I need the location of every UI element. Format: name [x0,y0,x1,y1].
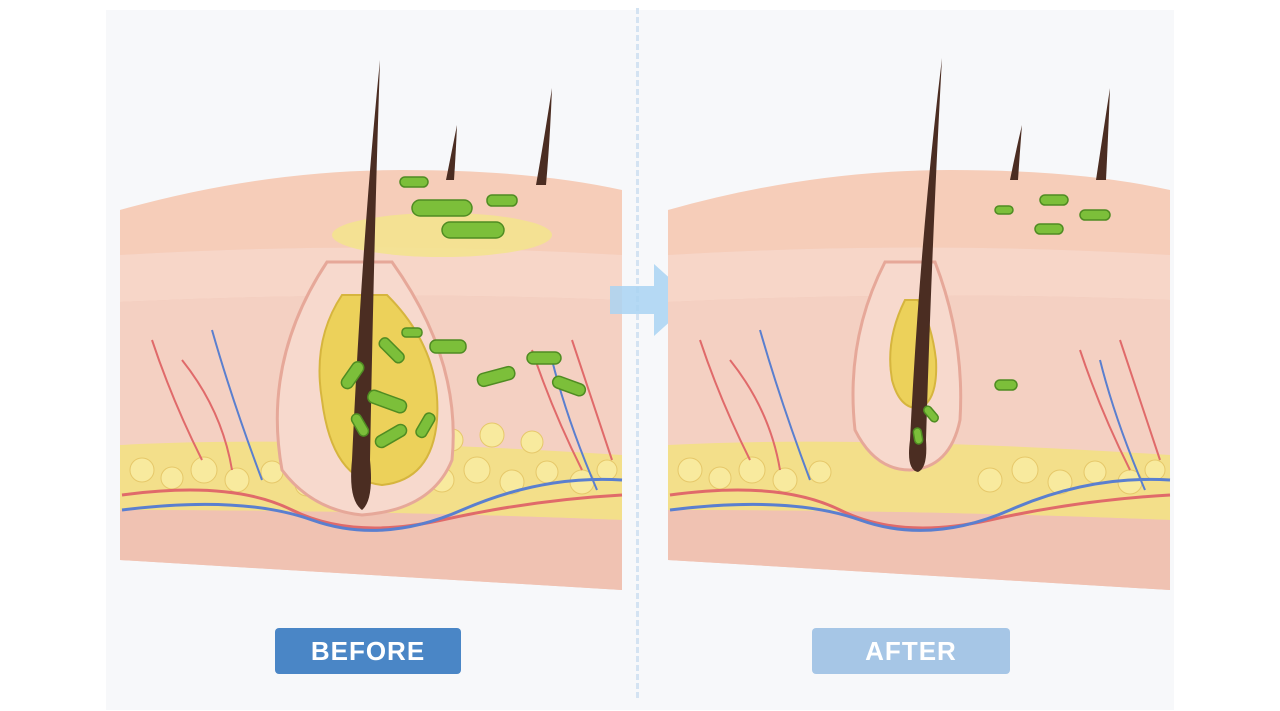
hair-shaft-small [1096,88,1110,180]
vein [121,477,623,532]
hair-shaft-small [536,88,552,185]
subcutis-layer [668,510,1170,590]
after-skin-illustration [668,58,1171,590]
hair-shaft [909,58,942,472]
after-skin-cross-section [660,40,1180,610]
sebum-plug [318,294,439,487]
fat-layer [668,441,1170,520]
before-skin-cross-section [112,40,632,610]
after-label: AFTER [812,628,1010,674]
bacteria-cluster [912,194,1111,445]
before-label: BEFORE [275,628,461,674]
panel-divider [636,8,639,698]
hair-shaft-small [446,125,457,180]
artery [121,488,623,530]
hair-shaft-small [1010,125,1022,180]
bacteria-cluster [340,176,587,449]
before-skin-illustration [120,60,623,590]
vein [669,477,1171,532]
subcutis-layer [120,510,622,590]
hair-shaft [351,60,380,510]
artery [669,488,1171,530]
